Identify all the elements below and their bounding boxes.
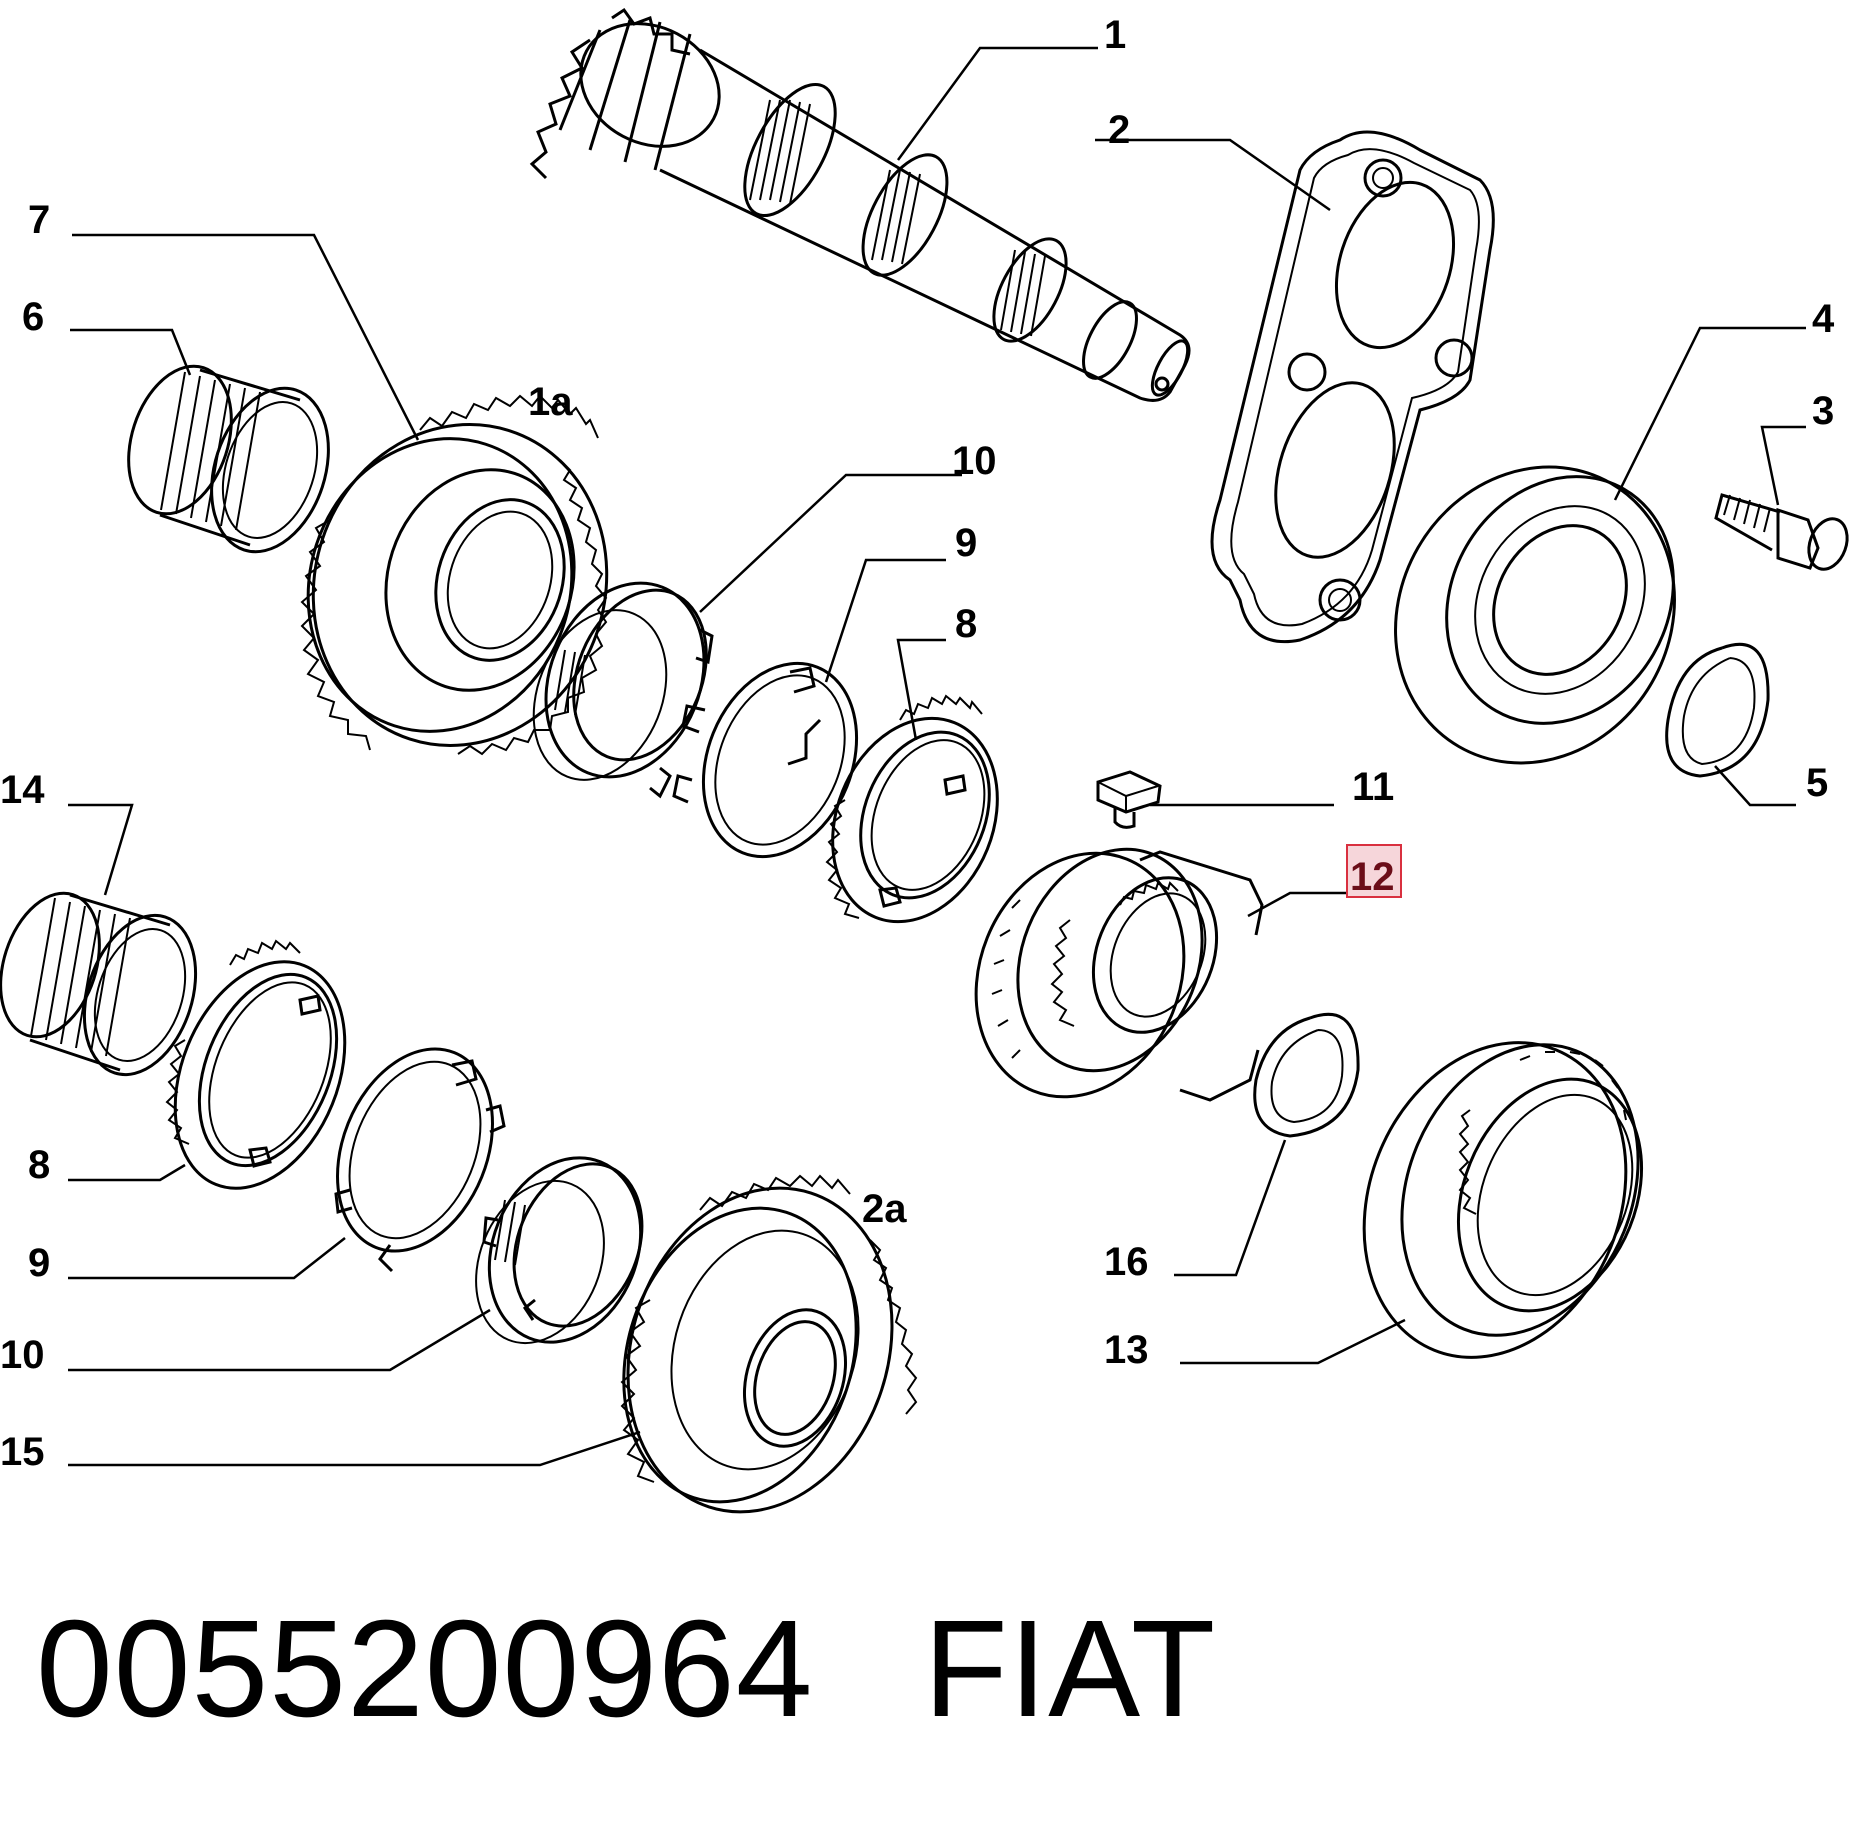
part-1-main-shaft[interactable] — [529, 0, 1195, 402]
callout-11[interactable]: 11 — [1352, 765, 1394, 809]
callout-16[interactable]: 16 — [1104, 1240, 1149, 1284]
exploded-parts-diagram: 1 2 3 4 5 6 7 1a 10 9 8 11 12 14 8 9 10 … — [0, 0, 1854, 1547]
part-8-top-toothed-ring[interactable] — [803, 693, 1026, 946]
part-12-synchro-hub[interactable] — [940, 821, 1264, 1128]
part-1a-gear[interactable] — [271, 386, 648, 784]
part-number: 0055200964 — [36, 1592, 814, 1746]
leader-lines — [68, 46, 1806, 1467]
callout-12-highlight — [1346, 844, 1402, 898]
callout-3[interactable]: 3 — [1812, 389, 1834, 433]
brand-name: FIAT — [923, 1592, 1217, 1746]
callout-10-top[interactable]: 10 — [952, 439, 997, 483]
callout-13[interactable]: 13 — [1104, 1328, 1149, 1372]
callout-9-top[interactable]: 9 — [955, 521, 977, 565]
callout-1[interactable]: 1 — [1104, 13, 1126, 57]
part-10-bottom-synchro-ring[interactable] — [453, 1135, 667, 1365]
part-14-needle-bearing[interactable] — [0, 880, 215, 1089]
callout-7[interactable]: 7 — [28, 198, 50, 242]
callout-labels: 1 2 3 4 5 6 7 1a 10 9 8 11 12 14 8 9 10 … — [0, 13, 1835, 1474]
part-6-needle-bearing[interactable] — [111, 353, 348, 567]
callout-8-bottom[interactable]: 8 — [28, 1143, 50, 1187]
part-10-top-synchro-ring[interactable] — [510, 559, 732, 801]
part-16-circlip[interactable] — [1253, 1012, 1360, 1138]
part-9-bottom-friction-ring[interactable] — [309, 1026, 521, 1275]
part-8-bottom-toothed-ring[interactable] — [143, 936, 376, 1213]
callout-10-bottom[interactable]: 10 — [0, 1333, 45, 1377]
callout-5[interactable]: 5 — [1806, 761, 1828, 805]
callout-4[interactable]: 4 — [1812, 297, 1835, 341]
callout-6[interactable]: 6 — [22, 295, 44, 339]
part-5-circlip[interactable] — [1665, 642, 1770, 778]
callout-2a[interactable]: 2a — [862, 1187, 907, 1231]
callout-8-top[interactable]: 8 — [955, 602, 977, 646]
part-11-detent-key[interactable] — [1096, 770, 1162, 829]
callout-2[interactable]: 2 — [1108, 108, 1130, 152]
callout-9-bottom[interactable]: 9 — [28, 1241, 50, 1285]
callout-14[interactable]: 14 — [0, 768, 45, 812]
callout-15[interactable]: 15 — [0, 1430, 45, 1474]
callout-1a[interactable]: 1a — [528, 380, 573, 424]
part-13-sliding-sleeve[interactable] — [1318, 1003, 1680, 1397]
part-number-footer: 0055200964 FIAT — [36, 1590, 1216, 1749]
part-2-bearing-plate[interactable] — [1210, 130, 1495, 644]
callout-12[interactable]: 12 — [1350, 855, 1395, 899]
part-2a-gear[interactable] — [587, 1154, 933, 1547]
part-3-screw[interactable] — [1714, 493, 1854, 575]
part-4-ball-bearing[interactable] — [1342, 416, 1728, 814]
part-9-top-friction-ring[interactable] — [672, 640, 884, 879]
